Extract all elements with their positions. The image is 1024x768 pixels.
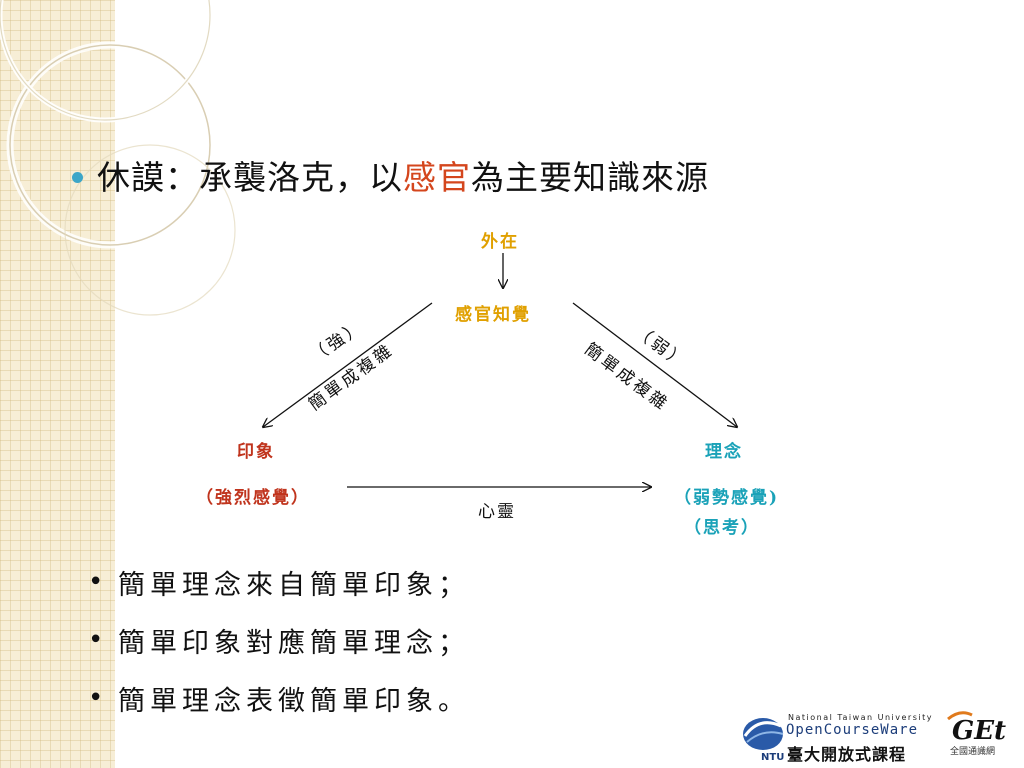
arrow-sense-to-impression (263, 302, 433, 427)
label-thinking: （思考） (684, 518, 760, 538)
get-mark: GEt (952, 716, 1006, 745)
get-logo-icon: GEt (947, 711, 1006, 745)
label-impression: 印象 (237, 442, 275, 462)
title-highlight: 感官 (403, 158, 471, 197)
bullet-list: • 簡單理念來自簡單印象； • 簡單印象對應簡單理念； • 簡單理念表徵簡單印象… (88, 553, 470, 727)
arrow-sense-to-idea (572, 302, 737, 427)
ntu-ocw-name: OpenCourseWare (786, 722, 919, 738)
label-idea-desc: （弱勢感覺) (674, 488, 780, 508)
list-item: • 簡單印象對應簡單理念； (88, 611, 470, 669)
slide-title: 休謨：承襲洛克，以感官為主要知識來源 (72, 150, 709, 200)
ntu-english-name: National Taiwan University (788, 713, 933, 722)
decorative-circles (0, 0, 236, 316)
label-external: 外在 (481, 232, 519, 252)
bullet-text: 簡單理念表徵簡單印象。 (118, 685, 470, 717)
label-mind: 心靈 (478, 502, 516, 522)
title-bullet-icon (72, 171, 83, 183)
bullet-text: 簡單理念來自簡單印象； (118, 569, 470, 601)
bullet-dot: • (88, 625, 104, 655)
label-sense-perception: 感官知覺 (455, 305, 531, 325)
decorative-grid-strip (0, 0, 115, 768)
ntu-abbr: NTU (761, 752, 784, 763)
get-chinese-name: 全國通識網 (950, 747, 996, 757)
bullet-dot: • (88, 683, 104, 713)
label-idea: 理念 (705, 442, 743, 462)
bullet-dot: • (88, 567, 104, 597)
list-item: • 簡單理念來自簡單印象； (88, 553, 470, 611)
ntu-ocw-logo-icon: NTU (743, 718, 784, 763)
title-pre: 休謨：承襲洛克，以 (97, 158, 403, 197)
bullet-text: 簡單印象對應簡單理念； (118, 627, 470, 659)
list-item: • 簡單理念表徵簡單印象。 (88, 669, 470, 727)
title-text: 休謨：承襲洛克，以感官為主要知識來源 (97, 151, 709, 199)
title-post: 為主要知識來源 (471, 158, 709, 197)
label-impression-desc: （強烈感覺） (196, 488, 310, 508)
ntu-chinese-name: 臺大開放式課程 (787, 745, 907, 764)
